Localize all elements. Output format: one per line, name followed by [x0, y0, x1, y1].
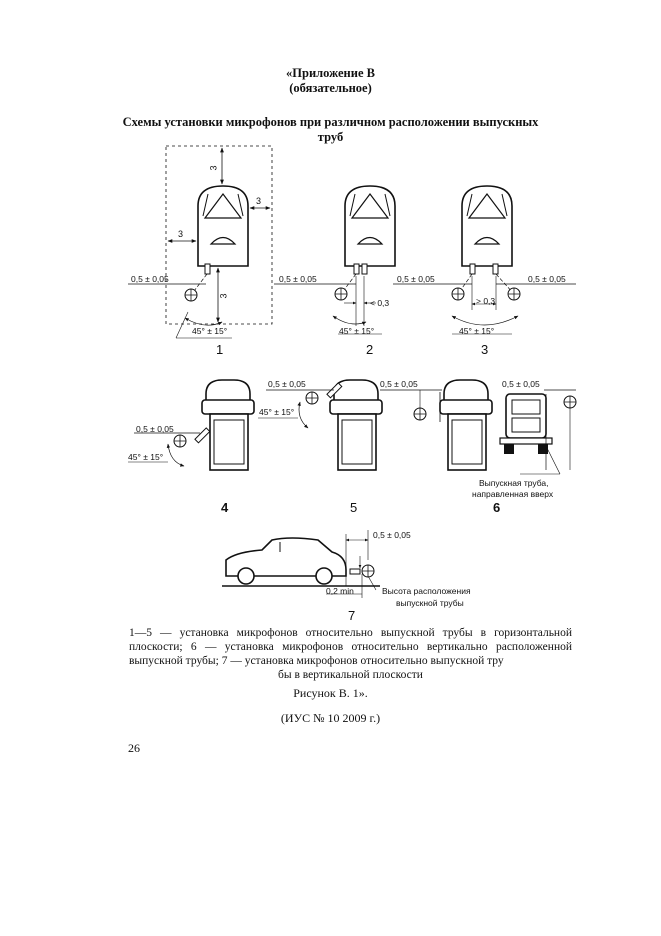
offset-label: 0,5 ± 0,05	[131, 274, 169, 284]
scheme-number: 5	[350, 500, 358, 515]
appendix-title: «Приложение В	[286, 66, 375, 80]
distance-label: < 0,3	[370, 298, 390, 308]
angle-label: 45° ± 15°	[192, 326, 228, 336]
scheme-number: 6	[493, 500, 501, 515]
angle-label: 45° ± 15°	[459, 326, 495, 336]
scheme-7	[222, 530, 380, 598]
offset-label: 0,5 ± 0,05	[373, 530, 411, 540]
figure-heading-line1: Схемы установки микрофонов при различном…	[122, 115, 539, 129]
min-height-label: 0,2 min	[326, 586, 354, 596]
distance-label: > 0,3	[476, 296, 496, 306]
offset-label: 0,5 ± 0,05	[528, 274, 566, 284]
scheme-4	[128, 379, 255, 471]
dim-label: 3	[256, 196, 262, 206]
angle-label: 45° ± 15°	[259, 407, 295, 417]
source-note: (ИУС № 10 2009 г.)	[280, 711, 381, 725]
figure-caption: 1—5 — установка микрофонов относительно …	[129, 627, 572, 667]
offset-label: 0,5 ± 0,05	[397, 274, 435, 284]
scheme-number: 2	[366, 342, 374, 357]
scheme-1	[128, 145, 273, 339]
page-number: 26	[128, 741, 140, 755]
figure-reference: Рисунок В. 1».	[293, 686, 368, 700]
scheme-number: 3	[481, 342, 489, 357]
scheme-number: 1	[216, 342, 224, 357]
dim-label: 3	[218, 293, 229, 299]
scheme-number: 7	[348, 608, 356, 623]
offset-label: 0,5 ± 0,05	[380, 379, 418, 389]
appendix-note: (обязательное)	[289, 81, 372, 95]
height-label: выпускной трубы	[396, 598, 464, 608]
scheme-5	[258, 379, 383, 471]
figure-heading-line2: труб	[317, 130, 344, 144]
pipe-up-label: Выпускная труба,	[479, 478, 549, 488]
scheme-6a	[380, 379, 493, 471]
scheme-3	[393, 185, 576, 335]
pipe-up-label: направленная вверх	[472, 489, 554, 499]
dim-label: 3	[178, 229, 184, 239]
angle-label: 45° ± 15°	[339, 326, 375, 336]
offset-label: 0,5 ± 0,05	[279, 274, 317, 284]
offset-label: 0,5 ± 0,05	[136, 424, 174, 434]
figure-caption-end: бы в вертикальной плоскости	[278, 669, 423, 681]
height-label: Высота расположения	[382, 586, 471, 596]
scheme-2	[274, 185, 396, 335]
dim-label: 3	[208, 165, 219, 171]
scheme-6b	[499, 389, 577, 475]
angle-label: 45° ± 15°	[128, 452, 164, 462]
offset-label: 0,5 ± 0,05	[268, 379, 306, 389]
scheme-number: 4	[221, 500, 229, 515]
offset-label: 0,5 ± 0,05	[502, 379, 540, 389]
